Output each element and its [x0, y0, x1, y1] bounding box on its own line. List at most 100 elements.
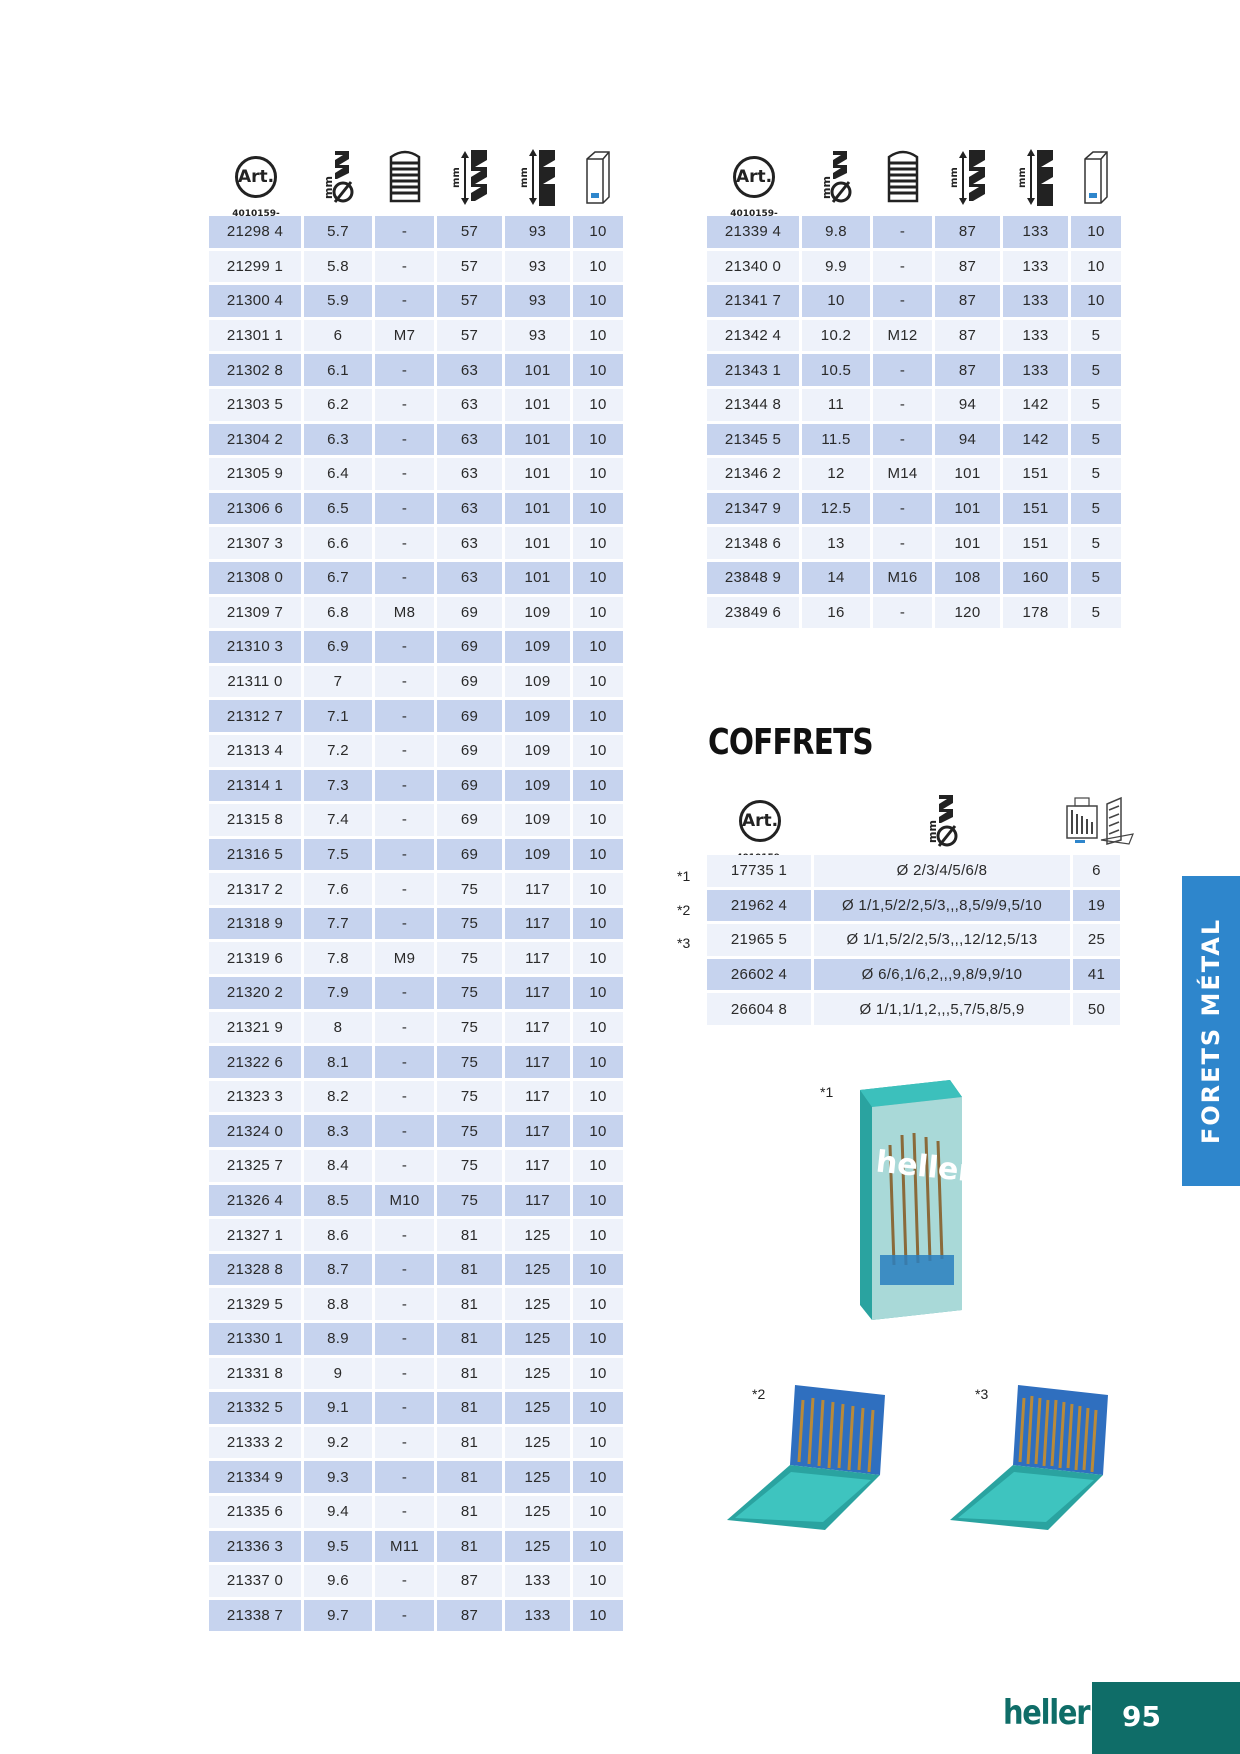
pack-quantity: 10: [1071, 216, 1121, 248]
flute-length: 69: [437, 804, 502, 836]
total-length: 93: [505, 250, 570, 283]
flute-length: 81: [437, 1253, 502, 1286]
total-length: 133: [505, 1599, 570, 1632]
article-code: 21300 4: [209, 285, 301, 317]
article-code: 21330 1: [209, 1323, 301, 1355]
page-number-box: 95: [1092, 1682, 1240, 1754]
flute-length: 108: [935, 561, 1000, 594]
pack-quantity: 5: [1071, 596, 1121, 629]
article-code: 21338 7: [209, 1599, 301, 1632]
diameter: 9.1: [304, 1392, 372, 1424]
thread-size: -: [375, 665, 434, 698]
diameter: 6.2: [304, 388, 372, 421]
pack-quantity: 10: [573, 216, 623, 248]
drill-set-case-image: heller: [860, 1080, 970, 1320]
thread-size: -: [375, 1011, 434, 1044]
flute-length: 94: [935, 388, 1000, 421]
total-length: 117: [505, 873, 570, 905]
flute-length: 63: [437, 354, 502, 386]
article-number-icon: Art.4010159-: [708, 790, 812, 863]
article-code: 21347 9: [707, 492, 799, 525]
total-length: 133: [1003, 216, 1068, 248]
article-code: 21342 4: [707, 319, 799, 352]
flute-length: 63: [437, 527, 502, 559]
total-length: 93: [505, 216, 570, 248]
pack-quantity: 5: [1071, 423, 1121, 456]
diameter: 10.2: [802, 319, 870, 352]
total-length-icon: mm: [1003, 146, 1068, 208]
pack-quantity: 10: [573, 1219, 623, 1251]
article-code: 21317 2: [209, 873, 301, 905]
diameter: 7.8: [304, 942, 372, 975]
thread-tap-icon: [874, 146, 932, 208]
thread-size: M12: [873, 319, 932, 352]
set-article-code: 26602 4: [707, 958, 811, 991]
total-length: 117: [505, 1080, 570, 1113]
diameter: 8: [304, 1011, 372, 1044]
diameter: 7.7: [304, 907, 372, 940]
diameter: 7.2: [304, 734, 372, 767]
thread-size: -: [873, 250, 932, 283]
article-number-icon: Art.4010159-: [708, 146, 800, 219]
pack-quantity: 10: [573, 1115, 623, 1148]
diameter: 11: [802, 388, 870, 421]
diameter: 8.5: [304, 1184, 372, 1217]
pack-quantity: 10: [573, 977, 623, 1009]
article-code: 21316 5: [209, 838, 301, 871]
thread-size: -: [375, 423, 434, 456]
flute-length: 81: [437, 1288, 502, 1320]
diameter: 6: [304, 319, 372, 352]
diameter: 9: [304, 1357, 372, 1390]
brand-logo: heller: [1003, 1693, 1090, 1733]
pack-quantity: 5: [1071, 319, 1121, 352]
thread-size: -: [375, 700, 434, 732]
set-diameters: Ø 1/1,5/2/2,5/3,,,12/12,5/13: [814, 924, 1070, 956]
diameter: 8.1: [304, 1046, 372, 1078]
thread-size: -: [873, 527, 932, 559]
set-article-code: 26604 8: [707, 993, 811, 1025]
diameter: 5.8: [304, 250, 372, 283]
diameter: 6.5: [304, 492, 372, 525]
flute-length: 101: [935, 527, 1000, 559]
thread-size: -: [375, 769, 434, 802]
article-code: 21307 3: [209, 527, 301, 559]
flute-length: 94: [935, 423, 1000, 456]
total-length: 133: [1003, 319, 1068, 352]
total-length: 117: [505, 907, 570, 940]
thread-size: -: [375, 1357, 434, 1390]
total-length: 101: [505, 423, 570, 456]
diameter: 6.6: [304, 527, 372, 559]
svg-text:mm: mm: [519, 167, 530, 188]
total-length: 109: [505, 596, 570, 629]
diameter: 7: [304, 665, 372, 698]
photo-label: *2: [752, 1386, 766, 1402]
diameter: 9.7: [304, 1599, 372, 1632]
diameter: 6.4: [304, 458, 372, 490]
thread-size: -: [375, 285, 434, 317]
total-length: 109: [505, 838, 570, 871]
diameter: 8.7: [304, 1253, 372, 1286]
total-length: 101: [505, 354, 570, 386]
diameter: 7.4: [304, 804, 372, 836]
thread-size: -: [375, 1461, 434, 1493]
article-code: 21315 8: [209, 804, 301, 836]
total-length: 117: [505, 977, 570, 1009]
article-code: 21327 1: [209, 1219, 301, 1251]
total-length: 93: [505, 285, 570, 317]
article-code: 21323 3: [209, 1080, 301, 1113]
set-article-code: 21962 4: [707, 889, 811, 922]
thread-size: -: [375, 977, 434, 1009]
pack-quantity: 10: [573, 1253, 623, 1286]
